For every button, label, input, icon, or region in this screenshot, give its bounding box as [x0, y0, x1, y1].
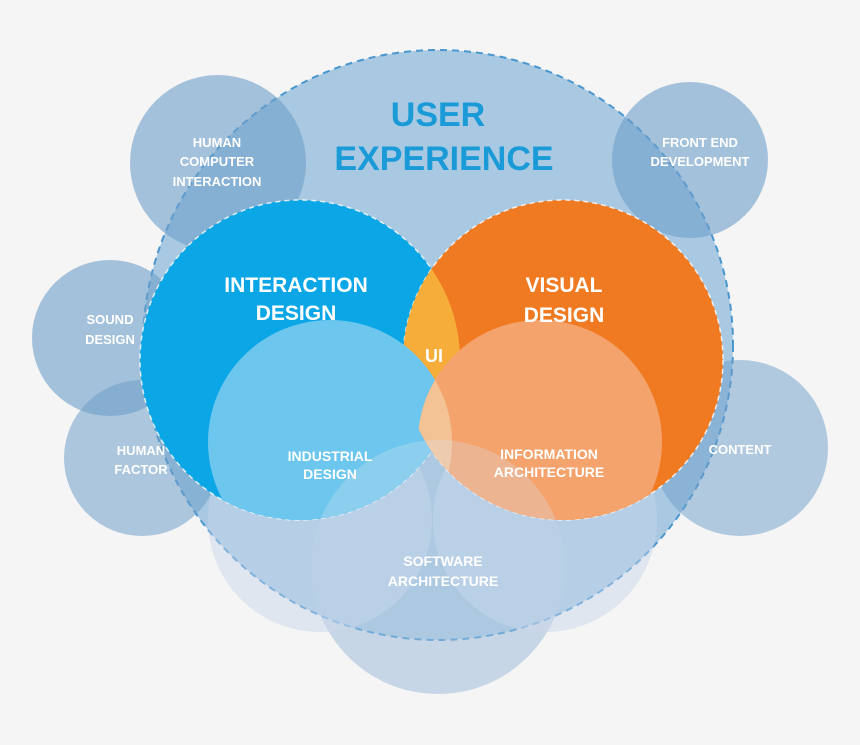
interaction-design-label-2: DESIGN	[256, 302, 337, 325]
content-label: CONTENT	[709, 442, 772, 457]
title-line-1: USER	[391, 96, 485, 134]
sound-design-label-2: DESIGN	[85, 332, 135, 347]
hci-label-3: INTERACTION	[173, 174, 262, 189]
information-architecture-label-2: ARCHITECTURE	[494, 464, 604, 480]
visual-design-label-1: VISUAL	[525, 274, 602, 297]
front-end-label-1: FRONT END	[662, 135, 738, 150]
information-architecture-label-1: INFORMATION	[500, 446, 598, 462]
title-line-2: EXPERIENCE	[334, 140, 553, 178]
visual-design-label-2: DESIGN	[524, 304, 605, 327]
human-factor-label-2: FACTOR	[114, 462, 168, 477]
hci-label-2: COMPUTER	[180, 154, 255, 169]
front-end-label-2: DEVELOPMENT	[651, 154, 750, 169]
human-factor-label-1: HUMAN	[117, 443, 165, 458]
hci-label-1: HUMAN	[193, 135, 241, 150]
software-architecture-overlay	[311, 440, 565, 694]
industrial-design-label-2: DESIGN	[303, 466, 357, 482]
sound-design-label-1: SOUND	[87, 312, 134, 327]
interaction-design-label-1: INTERACTION	[224, 274, 368, 297]
software-architecture-label-1: SOFTWARE	[403, 553, 482, 569]
industrial-design-label-1: INDUSTRIAL	[288, 448, 373, 464]
software-architecture-label-2: ARCHITECTURE	[388, 573, 498, 589]
ui-label: UI	[425, 346, 443, 366]
satellite-circle-front-end	[612, 82, 768, 238]
